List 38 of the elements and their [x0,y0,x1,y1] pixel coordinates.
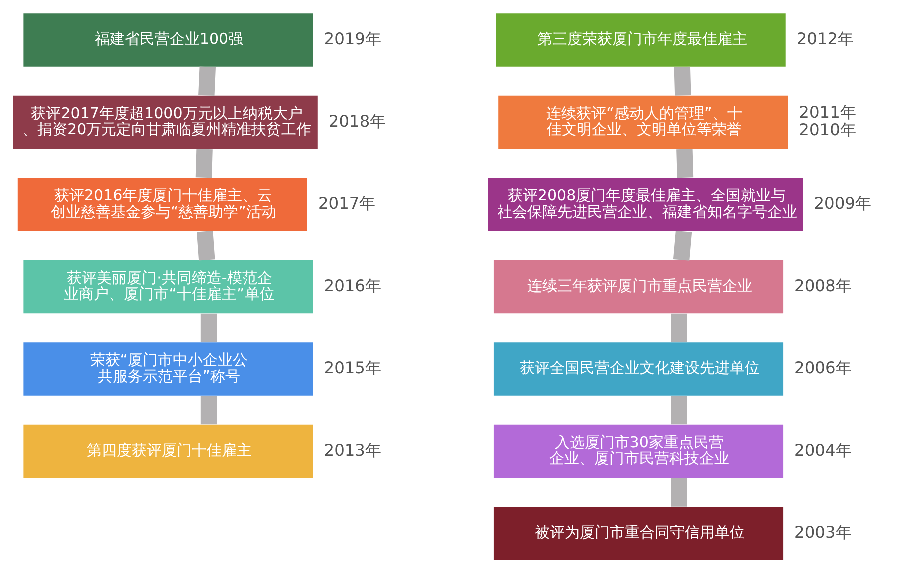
connector [200,396,218,425]
node-label: 2017年 [318,194,376,214]
node-box: 福建省民营企业100强 [24,14,314,67]
node-box: 被评为厦门市重合同守信用单位 [494,507,784,560]
connector [200,314,218,342]
node-box: 获评2017年度超1000万元以上纳税大户、捐资20万元定向甘肃临夏州精准扶贫工作 [13,96,318,150]
node-label: 2018年 [328,112,386,131]
node-box: 获评2016年度厦门十佳雇主、云创业慈善基金参与“慈善助学”活动 [18,178,308,232]
node-box: 入选厦门市30家重点民营企业、厦门市民营科技企业 [494,424,784,478]
node-label: 2008年 [794,276,852,296]
node-label: 2003年 [794,523,852,542]
node-box: 获评2008厦门年度最佳雇主、全国就业与社会保障先进民营企业、福建省知名字号企业 [488,178,804,232]
connector [671,478,688,507]
connector [671,314,688,342]
node-label: 2004年 [794,440,852,460]
node-box: 获评美丽厦门·共同缔造-模范企业商户、厦门市“十佳雇主”单位 [24,260,314,314]
node-box: 第四度获评厦门十佳雇主 [24,424,314,478]
node-label: 2019年 [324,30,382,49]
node-label: 2006年 [794,358,852,378]
node-label: 2012年 [796,30,854,49]
connector [674,66,692,96]
node-box: 连续三年获评厦门市重点民营企业 [494,260,784,314]
connector [198,66,216,96]
connector [196,149,213,178]
connector [673,230,692,261]
node-label: 2013年 [324,440,382,460]
node-label: 2010年 [799,120,856,140]
connector [197,231,216,261]
node-box: 荣获“厦门市中小企业公共服务示范平台”称号 [24,342,314,396]
node-label: 2016年 [324,276,382,296]
node-box: 第三度荣获厦门市年度最佳雇主 [496,14,786,67]
node-box: 连续获评“感动人的管理”、十佳文明企业、文明单位等荣誉 [498,96,788,150]
connector [676,149,694,178]
connector [671,396,688,425]
node-box: 获评全国民营企业文化建设先进单位 [494,342,784,396]
node-label: 2011年 [799,103,856,122]
node-label: 2015年 [324,358,382,378]
node-label: 2009年 [814,194,872,214]
